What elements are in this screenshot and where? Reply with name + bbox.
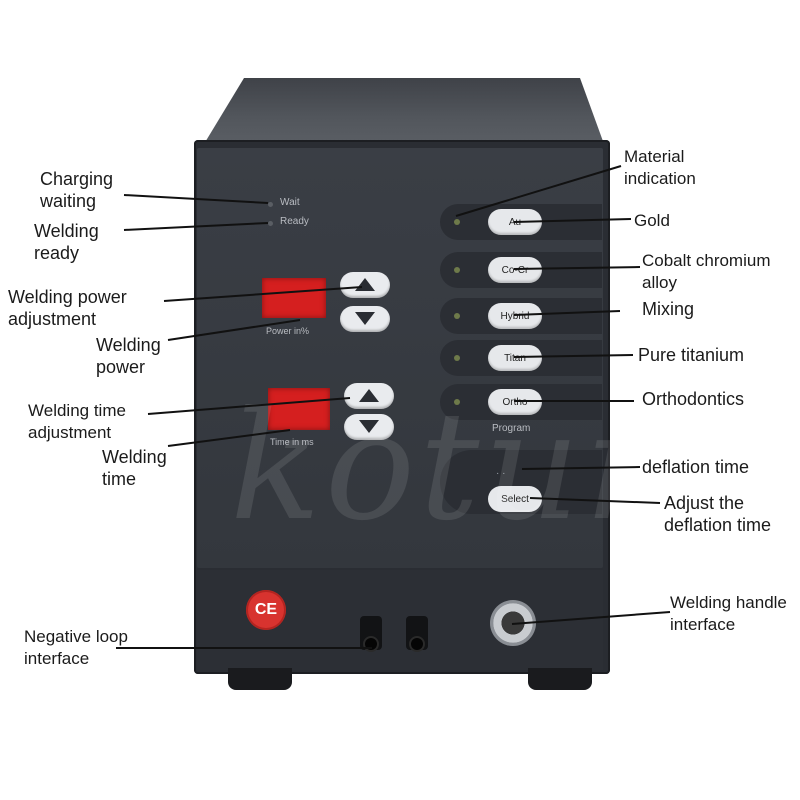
power-down-button[interactable] [340, 306, 390, 332]
callout-material-indication: Material indication [624, 147, 696, 188]
time-display-label: Time in ms [270, 437, 314, 447]
callout-gold: Gold [634, 211, 670, 230]
material-button-ortho[interactable]: Ortho [488, 389, 542, 415]
material-row-hybrid: Hybrid [440, 298, 602, 334]
material-row-titan: Titan [440, 340, 602, 376]
ready-led [268, 221, 273, 226]
callout-welding-ready: Welding ready [34, 221, 99, 263]
status-wait-label: Wait [280, 197, 300, 208]
callout-deflation-time: deflation time [642, 457, 750, 477]
power-up-button[interactable] [340, 272, 390, 298]
callout-negative-loop-interface: Negative loop interface [24, 627, 128, 668]
select-button[interactable]: Select [488, 486, 542, 512]
jack-hole [411, 638, 423, 650]
callout-cobalt-chromium-alloy: Cobalt chromium alloy [642, 251, 771, 292]
time-display [268, 388, 330, 430]
callout-welding-power-adjustment: Welding power adjustment [8, 287, 127, 329]
material-row-cocr: Co-Cr [440, 252, 602, 288]
device-foot-left [228, 668, 292, 690]
program-label: Program [492, 423, 531, 434]
material-led [454, 355, 460, 361]
time-up-button[interactable] [344, 383, 394, 409]
power-display-label: Power in% [266, 326, 310, 336]
welding-handle-port [490, 600, 536, 646]
arrow-down-icon [359, 420, 379, 433]
negative-jack-left [360, 616, 382, 650]
jack-hole [365, 638, 377, 650]
callout-adjust-deflation-time: Adjust the deflation time [664, 493, 772, 535]
power-display [262, 278, 326, 318]
callout-welding-handle-interface: Welding handle interface [670, 593, 787, 634]
material-led [454, 267, 460, 273]
material-row-au: Au [440, 204, 602, 240]
time-down-button[interactable] [344, 414, 394, 440]
material-button-titan[interactable]: Titan [488, 345, 542, 371]
device-foot-right [528, 668, 592, 690]
material-button-au[interactable]: Au [488, 209, 542, 235]
device-top-cover [204, 78, 604, 144]
negative-jack-right [406, 616, 428, 650]
material-row-ortho: Ortho [440, 384, 602, 420]
material-led [454, 399, 460, 405]
callout-mixing: Mixing [642, 299, 695, 319]
material-button-hybrid[interactable]: Hybrid [488, 303, 542, 329]
callout-charging-waiting: Charging waiting [40, 169, 114, 211]
deflation-indicator: · · [496, 468, 506, 479]
status-ready-label: Ready [280, 216, 309, 227]
arrow-up-icon [359, 389, 379, 402]
callout-orthodontics: Orthodontics [642, 389, 745, 409]
ce-mark: CE [246, 590, 286, 630]
wait-led [268, 202, 273, 207]
material-button-cocr[interactable]: Co-Cr [488, 257, 542, 283]
arrow-down-icon [355, 312, 375, 325]
callout-welding-time-adjustment: Welding time adjustment [28, 401, 126, 442]
material-led [454, 219, 460, 225]
callout-welding-time: Welding time [102, 447, 167, 489]
arrow-up-icon [355, 278, 375, 291]
callout-welding-power: Welding power [96, 335, 161, 377]
callout-pure-titanium: Pure titanium [638, 345, 745, 365]
material-led [454, 313, 460, 319]
